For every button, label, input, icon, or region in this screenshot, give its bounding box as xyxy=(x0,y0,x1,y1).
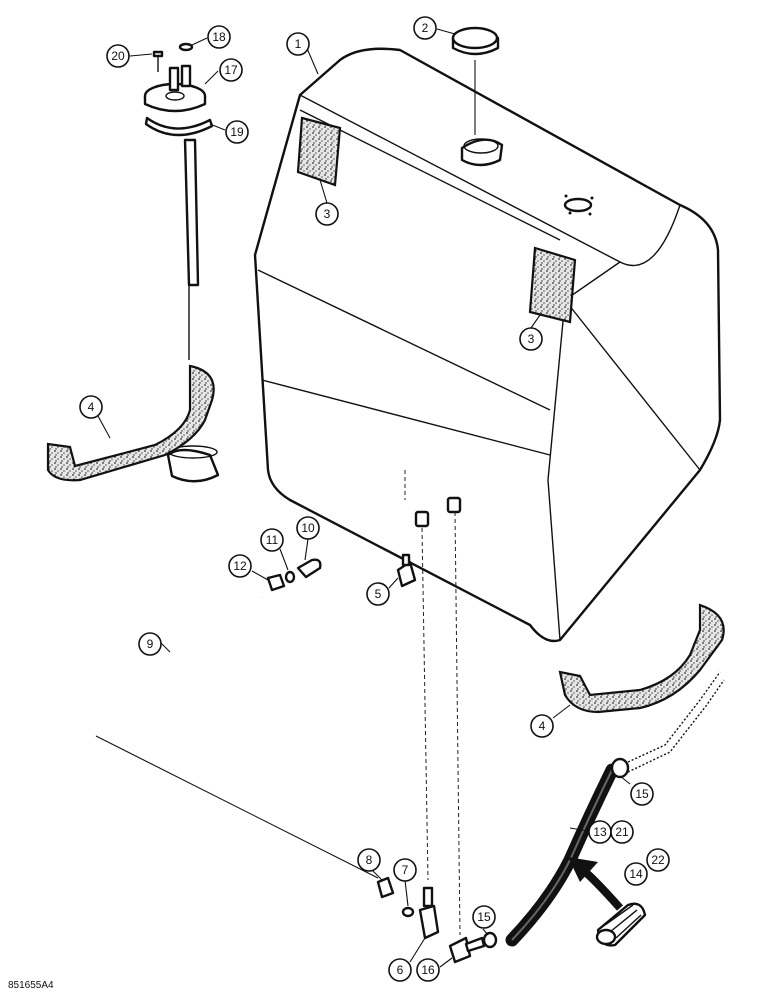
svg-text:9: 9 xyxy=(147,637,154,651)
fuel-tank xyxy=(253,47,722,643)
callout-8: 8 xyxy=(357,848,381,872)
fuel-hose xyxy=(505,763,619,947)
hose-clamp-upper xyxy=(610,757,630,779)
svg-text:15: 15 xyxy=(477,910,491,924)
drain-valve-16 xyxy=(448,936,486,964)
svg-text:14: 14 xyxy=(629,867,643,881)
washer-7 xyxy=(401,906,415,918)
tank-insulator-pad-upper xyxy=(296,116,342,187)
hose-protective-sleeve xyxy=(595,902,647,947)
tank-support-strap-right xyxy=(558,603,725,714)
svg-text:11: 11 xyxy=(266,533,279,547)
callout-3-upper: 3 xyxy=(315,202,339,226)
callout-5: 5 xyxy=(366,582,390,606)
svg-text:20: 20 xyxy=(111,49,125,63)
svg-text:4: 4 xyxy=(539,719,546,733)
svg-text:21: 21 xyxy=(615,825,629,839)
callout-4-right: 4 xyxy=(530,714,554,738)
callout-10: 10 xyxy=(296,516,320,540)
svg-text:19: 19 xyxy=(230,125,244,139)
callout-4-left: 4 xyxy=(79,395,103,419)
callout-18: 18 xyxy=(207,25,231,49)
svg-text:13: 13 xyxy=(593,825,607,839)
svg-text:3: 3 xyxy=(528,332,535,346)
fuel-fitting-nut xyxy=(266,573,286,592)
callout-22: 22 xyxy=(646,848,670,872)
callout-3-side: 3 xyxy=(519,327,543,351)
svg-text:17: 17 xyxy=(224,63,238,77)
svg-text:8: 8 xyxy=(366,853,373,867)
callout-17: 17 xyxy=(219,58,243,82)
hose-clamp-lower xyxy=(482,931,498,949)
svg-text:7: 7 xyxy=(402,863,409,877)
callout-9: 9 xyxy=(138,632,162,656)
fuel-line-tube xyxy=(36,594,264,748)
callout-15-lower: 15 xyxy=(472,905,496,929)
svg-text:3: 3 xyxy=(324,207,331,221)
nut-8 xyxy=(376,876,395,899)
callout-2: 2 xyxy=(413,16,437,40)
drain-cock xyxy=(418,886,440,940)
svg-text:10: 10 xyxy=(301,521,315,535)
svg-text:6: 6 xyxy=(397,963,404,977)
tank-insulator-pad-side xyxy=(528,246,577,324)
callout-1: 1 xyxy=(286,32,310,56)
svg-text:5: 5 xyxy=(375,587,382,601)
callout-19: 19 xyxy=(225,120,249,144)
svg-text:1: 1 xyxy=(295,37,302,51)
callout-7: 7 xyxy=(393,858,417,882)
svg-text:18: 18 xyxy=(212,30,226,44)
callout-11: 11 xyxy=(260,528,284,552)
callout-12: 12 xyxy=(228,554,252,578)
leader-lines xyxy=(97,28,637,968)
filler-cap xyxy=(451,26,500,135)
callout-14: 14 xyxy=(624,862,648,886)
fuel-elbow-fitting xyxy=(296,558,322,579)
fuel-fitting-sleeve xyxy=(284,570,296,584)
fuel-sender-assembly xyxy=(143,42,220,483)
callout-20: 20 xyxy=(106,44,130,68)
callout-21: 21 xyxy=(610,820,634,844)
svg-text:16: 16 xyxy=(421,963,435,977)
callout-16: 16 xyxy=(416,958,440,982)
drain-tee-fitting xyxy=(396,553,417,588)
svg-text:2: 2 xyxy=(422,21,429,35)
svg-text:12: 12 xyxy=(233,559,247,573)
svg-text:22: 22 xyxy=(651,853,665,867)
figure-code: 851655A4 xyxy=(8,980,54,991)
callout-15-upper: 15 xyxy=(630,782,654,806)
tank-support-strap-left xyxy=(46,364,215,482)
callout-6: 6 xyxy=(388,958,412,982)
callout-13: 13 xyxy=(588,820,612,844)
install-direction-arrow xyxy=(568,857,623,911)
svg-text:4: 4 xyxy=(88,400,95,414)
svg-text:15: 15 xyxy=(635,787,649,801)
